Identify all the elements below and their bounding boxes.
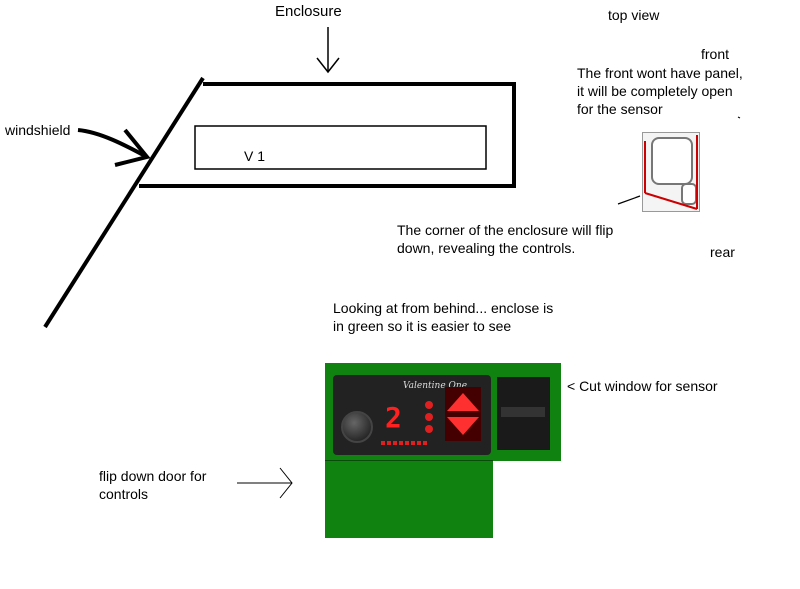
flip-door-arrow-head [279,467,293,499]
door-seam [325,460,493,461]
windshield-arrow-shaft [77,128,148,159]
top-view-label: top view [608,7,660,23]
behind-note: Looking at from behind... enclose is in … [333,300,554,334]
corner-arrow [617,195,641,205]
device-brand: Valentine One [403,381,468,391]
windshield-line [43,76,205,329]
radar-detector: Valentine One 2 [333,375,491,455]
mode-digit: 2 [385,401,402,434]
front-tick [737,116,741,119]
sensor-window [497,377,550,450]
enclosure-label: Enclosure [275,3,342,20]
top-view-thumbnail [642,132,700,212]
signal-bar [381,441,429,445]
thumb-red-lines [644,135,698,210]
direction-arrows-icon [445,387,481,441]
flip-door-label: flip down door for controls [99,468,207,502]
cut-window-label: < Cut window for sensor [567,378,718,394]
windshield-label: windshield [5,122,71,138]
flip-down-door[interactable] [325,461,493,538]
volume-knob [341,411,373,443]
sensor-lens [501,407,545,417]
windshield-arrow-head [114,128,151,167]
enclosure-arrow-head [316,57,340,74]
v1-box [194,125,487,170]
front-label: front [701,46,730,62]
enclosure-outline [139,82,516,188]
front-note: The front wont have panel, it will be co… [577,65,743,117]
v1-label: V 1 [244,148,266,164]
corner-note: The corner of the enclosure will flip do… [397,222,614,256]
device-outline [651,137,693,185]
band-leds [425,401,439,437]
rear-label: rear [710,244,735,260]
